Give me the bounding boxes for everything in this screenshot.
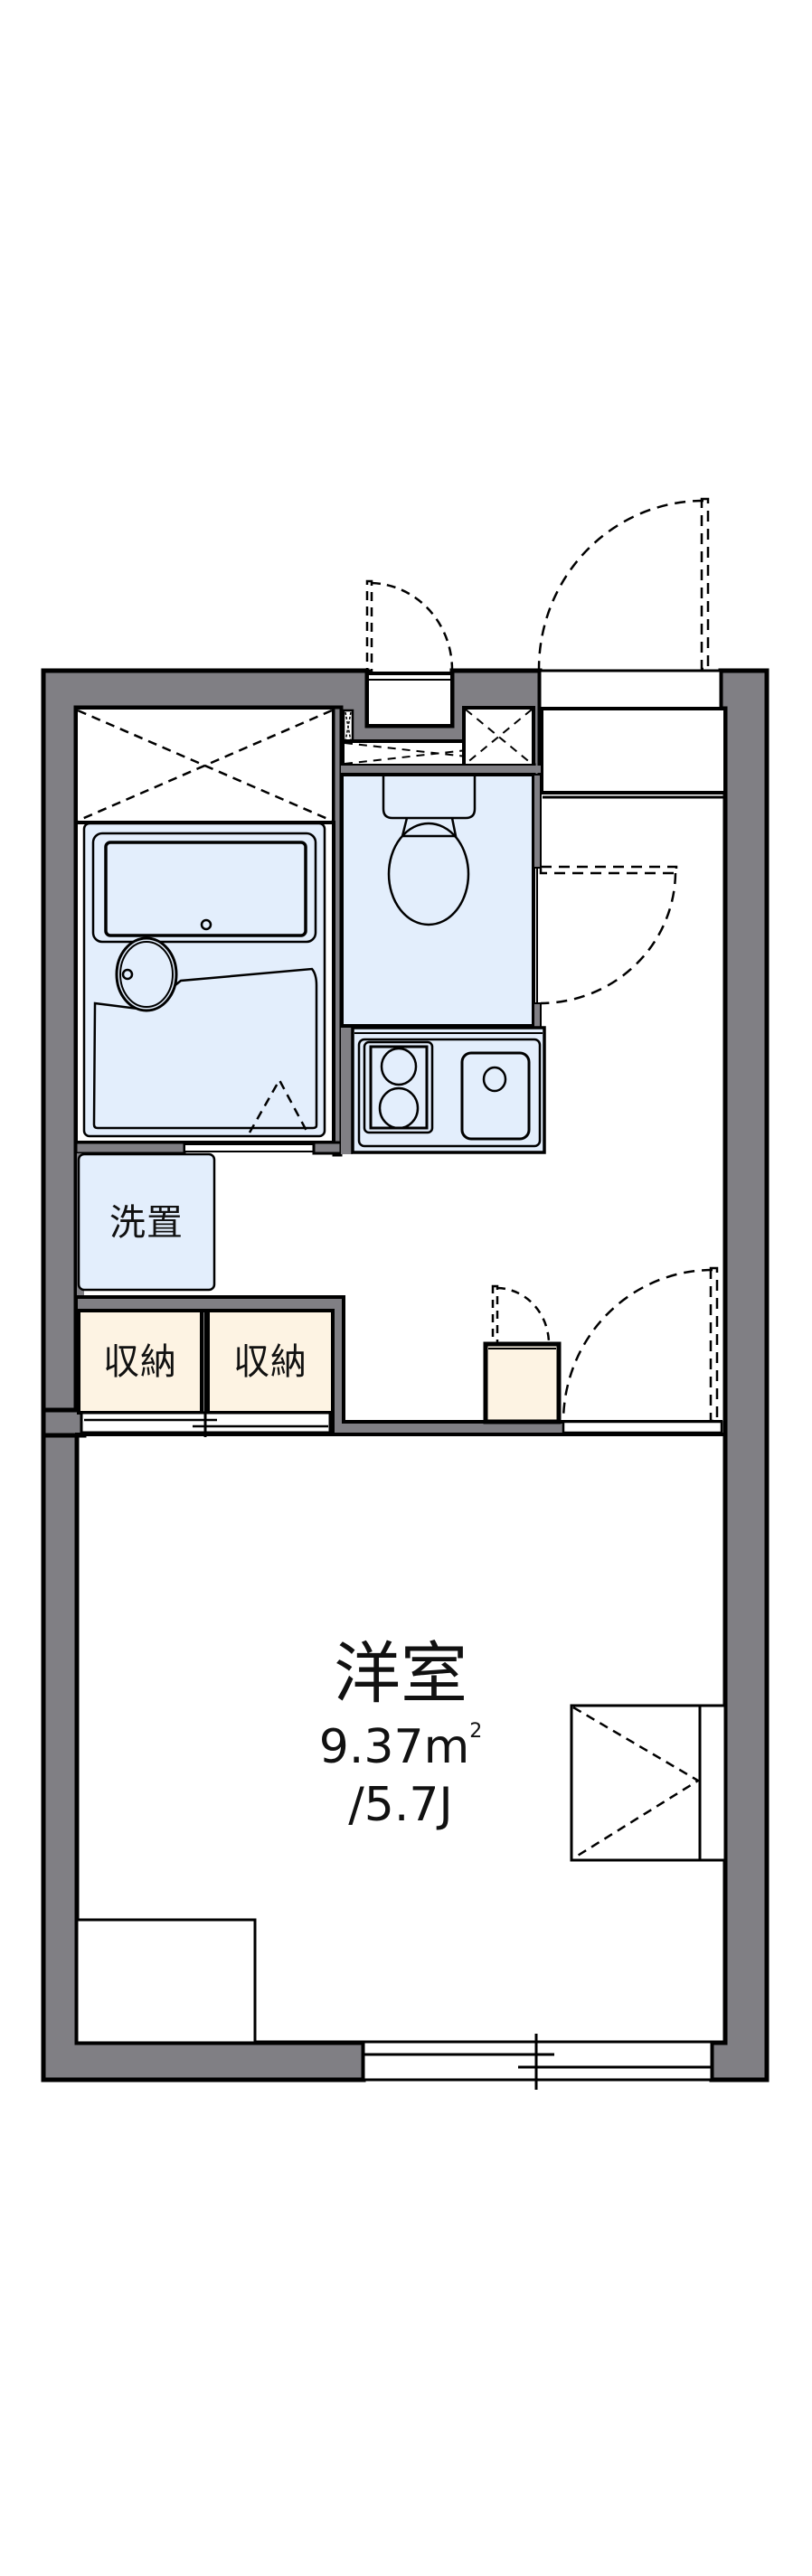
toilet-bowl — [387, 822, 470, 926]
shoe-cabinet-door[interactable] — [491, 1284, 551, 1345]
room-entry-threshold — [562, 1420, 723, 1434]
room-area-unit: m — [423, 1720, 470, 1774]
bath-door[interactable] — [248, 1077, 309, 1133]
bath-upper-void — [74, 706, 335, 824]
stove-panel — [363, 1040, 434, 1134]
balcony-window[interactable] — [362, 2034, 713, 2090]
toilet-neck — [401, 817, 458, 838]
room-area-number: 9.37 — [318, 1720, 424, 1774]
washer-space — [77, 1152, 216, 1307]
room-area: 9.37m2 — [310, 1722, 491, 1772]
toilet — [382, 776, 477, 926]
bathtub — [104, 841, 307, 937]
room-name: 洋室 — [334, 1635, 467, 1713]
meter-box-door[interactable] — [365, 579, 454, 672]
kitchen-sink — [460, 1051, 531, 1141]
room-area-unit-sup: 2 — [469, 1720, 483, 1743]
meter-box — [365, 672, 454, 728]
room-entry-door[interactable] — [562, 1266, 719, 1423]
bathtub-drain — [200, 918, 212, 931]
storage-1-label: 収納 — [103, 1341, 177, 1383]
kitchen — [341, 1026, 546, 1154]
washer-space-label: 洗置 — [109, 1202, 184, 1244]
burner-2 — [378, 1086, 420, 1130]
toilet-room — [340, 766, 542, 1029]
wash-basin — [115, 936, 178, 1012]
bottom-left-fixture — [75, 1918, 257, 2045]
room-tatami: /5.7J — [348, 1778, 453, 1832]
entrance-door[interactable] — [537, 497, 710, 671]
burner-1 — [380, 1047, 418, 1086]
toilet-door[interactable] — [539, 865, 678, 1005]
pipe-shaft — [341, 706, 535, 767]
sink-drain — [482, 1066, 507, 1093]
wall-right — [709, 668, 770, 2082]
storage-2-label: 収納 — [233, 1341, 307, 1383]
air-conditioner-closet — [570, 1704, 727, 1862]
unit-bath — [74, 821, 335, 1144]
toilet-tank — [382, 776, 477, 820]
bath-bottom-wall — [74, 1141, 343, 1155]
shoe-cabinet — [483, 1341, 562, 1424]
bath-floor — [92, 967, 318, 1130]
entrance-opening — [538, 669, 727, 799]
storage-sliding-doors[interactable] — [80, 1410, 332, 1437]
